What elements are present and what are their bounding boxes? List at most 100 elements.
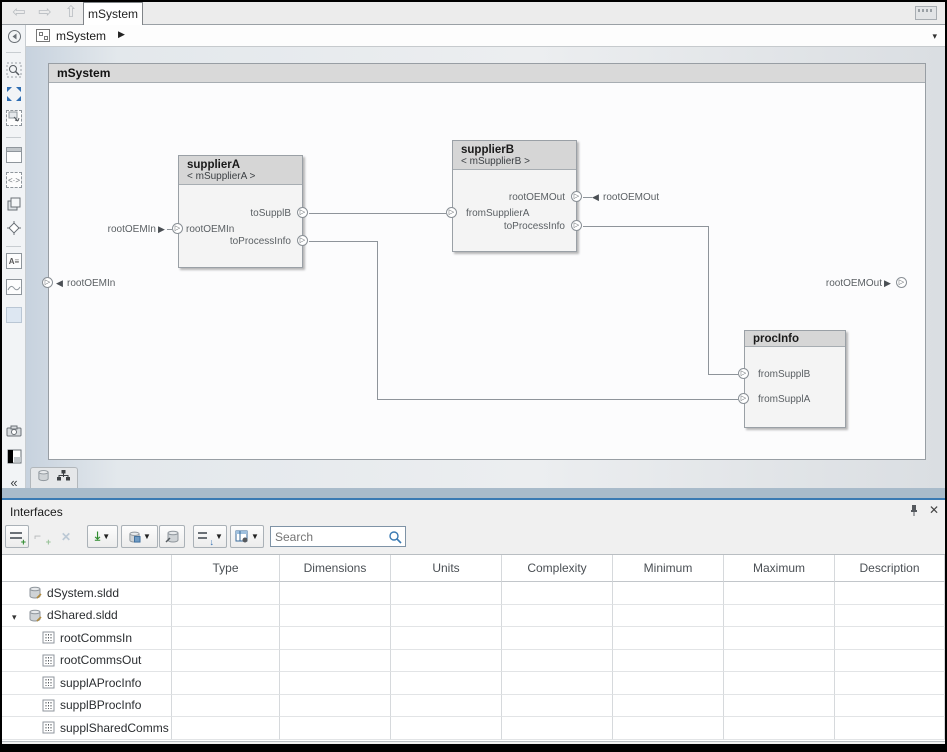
boundary-port-label: rootOEMIn [67,278,116,289]
dropdown-arrow-icon[interactable]: ▼ [143,532,151,541]
up-icon[interactable]: ⇧ [64,4,78,21]
input-port-icon[interactable]: ▷ [172,223,183,234]
interfaces-panel: Interfaces ✕ + ⌐+ ✕ ⤓▼ ▼ ↓ [2,500,945,744]
screenshot-camera-icon[interactable] [6,423,22,439]
column-header[interactable]: Minimum [613,555,724,582]
close-icon[interactable]: ✕ [928,503,939,517]
component-stereotype: < mSupplierA > [187,171,256,182]
port-label: rootOEMIn [186,224,235,235]
panel-title: Interfaces [10,505,63,519]
delete-button[interactable]: ✕ [60,529,72,544]
breadcrumb-item[interactable]: mSystem [56,29,107,43]
preview-content-icon[interactable]: <·> [6,172,22,188]
area-box-icon[interactable] [6,307,22,323]
connection-rootoemout[interactable] [583,197,592,198]
connection-supplB-procinfo[interactable] [583,226,708,227]
copy-view-icon[interactable] [6,196,22,212]
data-dictionary-icon [29,609,42,622]
hierarchy-badge-icon[interactable] [56,469,71,487]
forward-icon[interactable]: ⇨ [38,4,52,21]
connection-supplA-procinfo[interactable] [377,241,378,399]
component-supplierb[interactable]: supplierB < mSupplierB > [452,140,577,252]
table-row[interactable]: supplAProcInfo [2,672,945,695]
column-header[interactable]: Description [835,555,945,582]
screenshot-region-icon[interactable] [6,110,22,126]
architecture-input-port-icon[interactable]: ▷ [42,277,53,288]
table-row[interactable]: supplSharedComms [2,717,945,740]
breadcrumb-dropdown-icon[interactable]: ▾ [932,31,937,41]
port-label: rootOEMOut [508,192,565,203]
port-label: toSupplB [250,208,291,219]
table-row[interactable]: rootCommsIn [2,627,945,650]
add-element-button[interactable]: ⌐+ [34,528,51,547]
panel-splitter[interactable] [2,488,945,500]
column-header[interactable]: Complexity [502,555,613,582]
dropdown-arrow-icon[interactable]: ▼ [102,532,111,541]
breadcrumb-chevron-icon[interactable]: ▶ [118,29,125,39]
architecture-title: mSystem [49,64,925,83]
port-label: fromSupplB [758,369,811,380]
boundary-arrow-icon: ◀ [592,192,599,202]
output-port-icon[interactable]: ▷ [571,191,582,202]
table-row[interactable]: rootCommsOut [2,649,945,672]
connection-rootoemin[interactable] [167,229,172,230]
search-input[interactable] [275,528,385,545]
interface-icon [42,631,55,644]
column-header[interactable]: Dimensions [280,555,391,582]
dictionary-badge-icon[interactable] [37,469,50,487]
collapse-toolstrip-icon[interactable]: « [10,475,18,490]
input-port-icon[interactable]: ▷ [738,393,749,404]
tab-bar: ⇦ ⇨ ⇧ mSystem [2,2,945,25]
annotation-icon[interactable]: A≡ [6,253,22,269]
boundary-connection-label: rootOEMOut [603,192,660,203]
input-port-icon[interactable]: ▷ [738,368,749,379]
keyboard-icon[interactable] [915,6,937,20]
search-icon[interactable] [388,530,402,544]
connection-supplA-supplB[interactable] [309,213,446,214]
column-header[interactable]: Maximum [724,555,835,582]
back-icon[interactable]: ⇦ [12,4,26,21]
interface-icon [42,676,55,689]
table-row[interactable]: dSystem.sldd [2,582,945,605]
fit-to-view-icon[interactable] [6,86,22,102]
diagram-canvas[interactable]: mSystem supplierA < mSupplierA > rootOEM… [26,47,945,488]
row-label: rootCommsOut [60,653,142,668]
boundary-port-label: rootOEMOut [825,278,882,289]
table-row[interactable]: supplBProcInfo [2,694,945,717]
interfaces-toolbar: + ⌐+ ✕ ⤓▼ ▼ ↓ ▼ ▼ [2,524,945,550]
column-header[interactable] [2,555,172,582]
component-title: supplierB [461,144,515,156]
port-label: fromSupplA [758,394,811,405]
viewport-icon[interactable] [6,147,22,163]
input-port-icon[interactable]: ▷ [446,207,457,218]
panel-layout-icon[interactable] [6,449,22,465]
sort-button[interactable]: ↓ ▼ [193,525,227,548]
component-procinfo[interactable]: procInfo [744,330,846,428]
output-port-icon[interactable]: ▷ [297,207,308,218]
connection-supplA-procinfo[interactable] [377,399,738,400]
output-port-icon[interactable]: ▷ [571,220,582,231]
import-button[interactable]: ⤓▼ [87,525,118,548]
column-view-button[interactable]: ▼ [230,525,264,548]
table-row[interactable]: ▾ dShared.sldd [2,604,945,627]
dropdown-arrow-icon[interactable]: ▼ [215,532,223,541]
output-port-icon[interactable]: ▷ [297,235,308,246]
architecture-output-port-icon[interactable]: ▷ [896,277,907,288]
save-dictionary-button[interactable]: ▼ [121,525,158,548]
pin-icon[interactable] [909,504,919,517]
link-dictionary-button[interactable] [159,525,185,548]
column-header[interactable]: Type [172,555,280,582]
row-label: rootCommsIn [60,630,133,645]
collapse-arrow-icon[interactable]: ▾ [12,611,17,622]
zoom-region-icon[interactable] [6,62,22,78]
connection-supplB-procinfo[interactable] [708,226,709,374]
dropdown-arrow-icon[interactable]: ▼ [251,532,259,541]
connection-supplA-procinfo[interactable] [309,241,377,242]
add-interface-button[interactable]: + [5,525,29,548]
image-annotation-icon[interactable] [6,279,22,295]
connection-supplB-procinfo[interactable] [708,374,738,375]
tab-msystem[interactable]: mSystem [83,2,143,25]
hide-browser-icon[interactable] [6,29,22,45]
auto-arrange-icon[interactable] [6,220,22,236]
column-header[interactable]: Units [391,555,502,582]
